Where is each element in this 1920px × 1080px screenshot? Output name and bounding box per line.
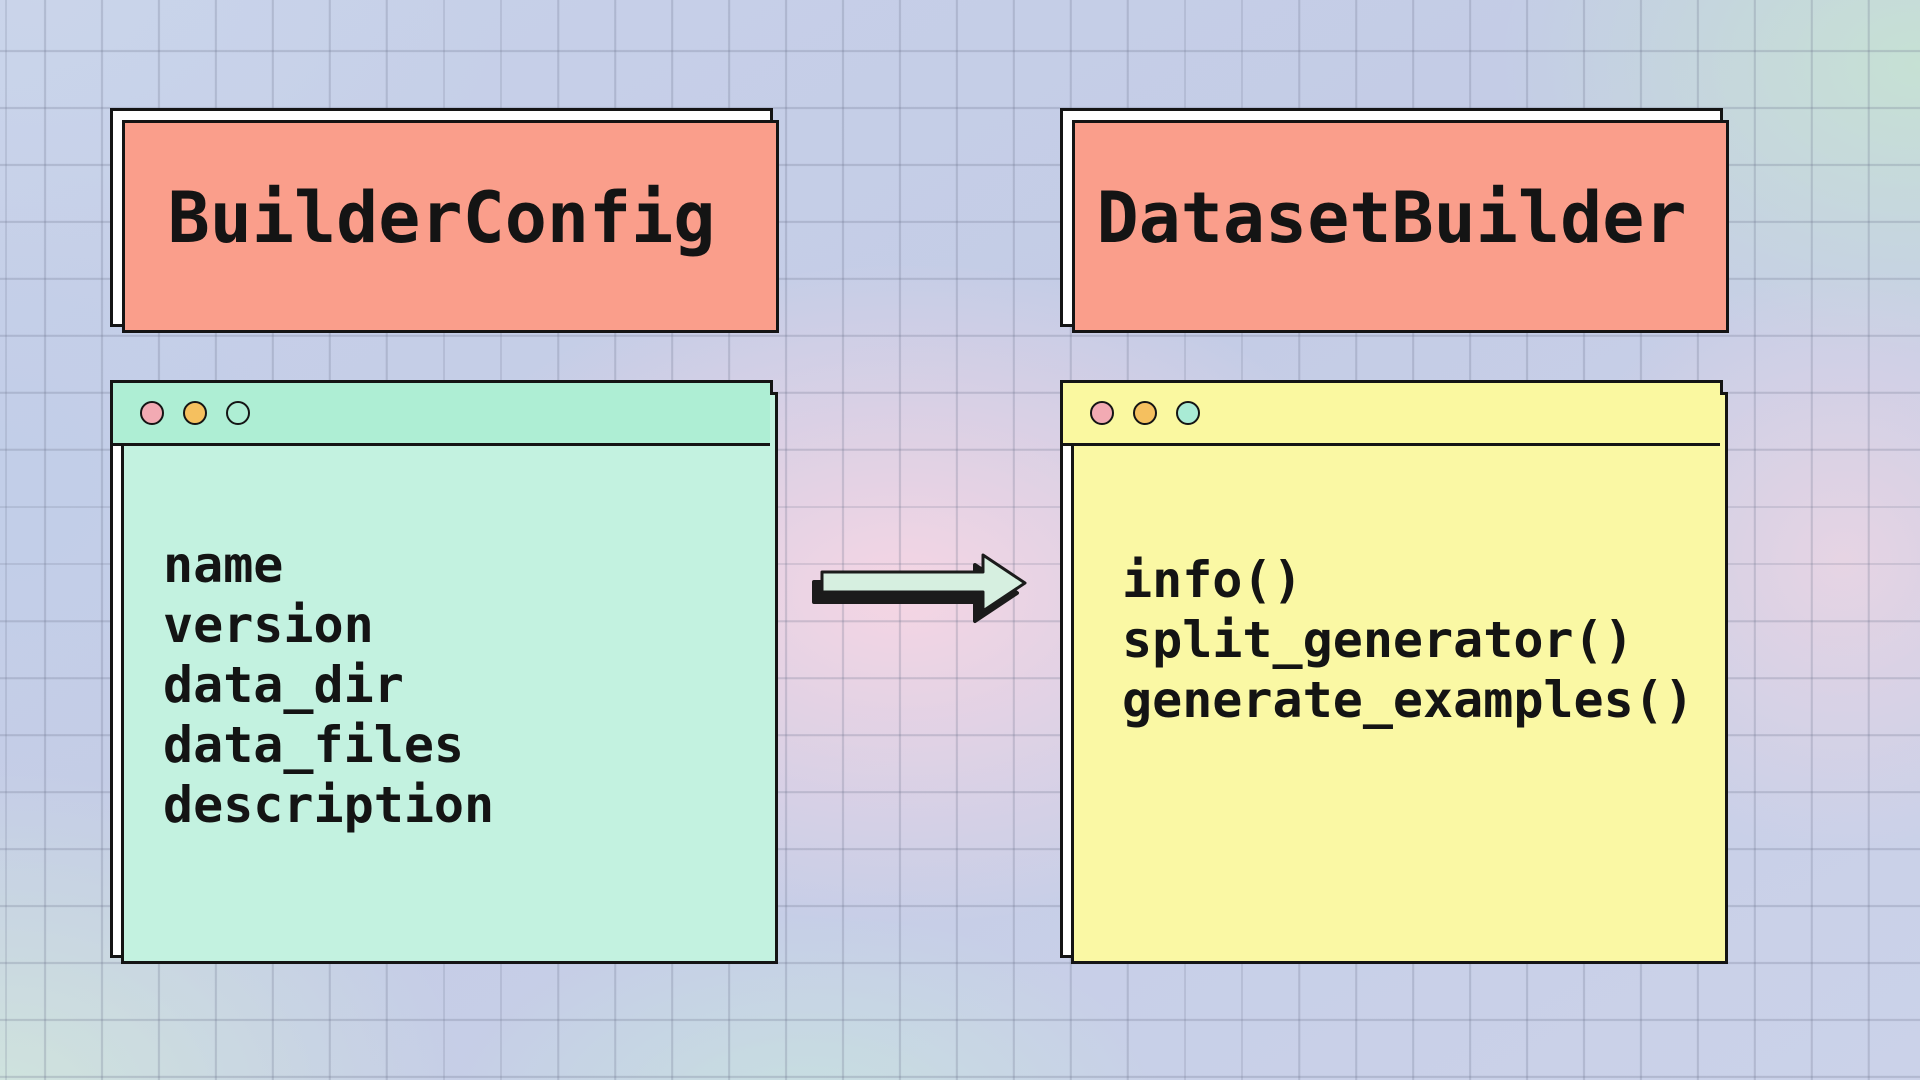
field-version: version xyxy=(163,596,374,654)
datasetbuilder-title-card: DatasetBuilder xyxy=(1060,108,1729,333)
window-dot-orange-icon xyxy=(183,401,207,425)
window-dot-plain-icon xyxy=(226,401,250,425)
datasetbuilder-methods: info() split_generator() generate_exampl… xyxy=(1063,446,1720,730)
method-split-generator: split_generator() xyxy=(1122,611,1634,669)
datasetbuilder-window: info() split_generator() generate_exampl… xyxy=(1060,380,1728,964)
builderconfig-title: BuilderConfig xyxy=(167,176,716,259)
window-dot-orange-icon xyxy=(1133,401,1157,425)
builderconfig-title-card: BuilderConfig xyxy=(110,108,779,333)
field-name: name xyxy=(163,536,284,594)
window-dot-teal-icon xyxy=(1176,401,1200,425)
builderconfig-fields: name version data_dir data_files descrip… xyxy=(113,446,770,835)
builderconfig-window: name version data_dir data_files descrip… xyxy=(110,380,778,964)
right-arrow-icon xyxy=(803,541,1041,637)
datasetbuilder-window-titlebar xyxy=(1063,383,1720,446)
method-info: info() xyxy=(1122,551,1303,609)
datasetbuilder-title: DatasetBuilder xyxy=(1096,176,1687,259)
field-data-files: data_files xyxy=(163,716,465,774)
field-description: description xyxy=(163,776,495,834)
field-data-dir: data_dir xyxy=(163,656,404,714)
builderconfig-window-titlebar xyxy=(113,383,770,446)
window-dot-pink-icon xyxy=(140,401,164,425)
method-generate-examples: generate_examples() xyxy=(1122,671,1694,729)
window-dot-pink-icon xyxy=(1090,401,1114,425)
